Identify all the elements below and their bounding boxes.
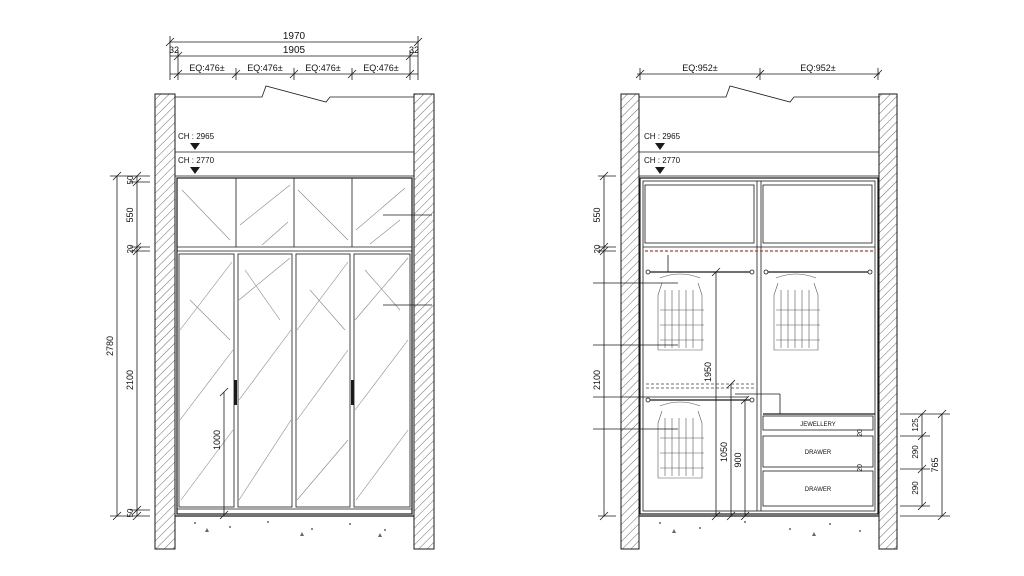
door-handle-left [234,380,237,405]
drawer-290b-label: 290 [911,481,920,495]
drawer-765-label: 765 [930,457,940,472]
right-wall [413,93,435,550]
drawer-125-label: 125 [911,418,920,432]
internal-ceiling-break-line [639,85,879,103]
jewellery-label: JEWELLERY [800,422,836,428]
level-marker-upper [190,143,200,150]
wardrobe-front-frame [176,177,413,515]
dim-550: 550 [125,207,135,222]
internal-left-wall [620,93,640,550]
internal-right-wall [878,93,898,550]
drawer-right-dimensions: 125 290 765 290 [900,409,950,521]
internal-top-dimensions: EQ:952± EQ:952± [635,63,883,80]
bay-width-2: EQ:952± [800,63,836,73]
rail-1050-label: 1050 [719,442,729,462]
ch-lower-label: CH : 2770 [178,156,215,165]
side-left-label: 32 [169,45,179,55]
internal-ch-upper-label: CH : 2965 [644,132,681,141]
internal-vertical-dimensions: 1950 1050 900 [703,267,750,521]
door-width-2: EQ:476± [247,63,283,73]
drawer-1-label: DRAWER [805,450,832,456]
hanging-clothes-left-upper [657,273,704,351]
dim-2100: 2100 [125,370,135,390]
internal-dim-2100: 2100 [592,370,602,390]
drawer-gap-1: 20 [857,429,864,437]
top-storage-right [762,184,873,244]
internal-dim-550: 550 [592,207,602,222]
door-width-4: EQ:476± [363,63,399,73]
left-wall [154,93,176,550]
internal-floor-marks [659,521,861,536]
ceiling-break-line [175,85,414,103]
front-elevation: 1970 1905 32 32 EQ:476± EQ:476± EQ:476± … [105,31,435,550]
handle-height-dimension: 1000 [212,387,229,520]
side-right-label: 32 [409,45,419,55]
jewellery-tray [762,415,874,431]
internal-left-dimensions: 550 20 2100 [592,171,616,521]
rail-1950-label: 1950 [703,362,713,382]
inner-width-label: 1905 [283,45,306,56]
ch-upper-label: CH : 2965 [178,132,215,141]
drawer-gap-2: 20 [857,464,864,472]
internal-elevation: EQ:952± EQ:952± CH : 2965 CH : 2770 [592,63,950,550]
door-width-1: EQ:476± [189,63,225,73]
dim-2780: 2780 [105,336,115,356]
drawer-2-label: DRAWER [805,487,832,493]
front-doors [177,253,412,510]
internal-ch-lower-label: CH : 2770 [644,156,681,165]
internal-carcass [639,177,879,515]
drawer-unit: JEWELLERY DRAWER DRAWER 20 20 [762,413,875,507]
internal-level-marker-lower [655,167,665,174]
internal-level-marker-upper [655,143,665,150]
front-left-dimensions: 50 550 20 2100 50 2780 [105,171,150,521]
drawer-1 [762,435,874,468]
bay-width-1: EQ:952± [682,63,718,73]
upper-glass-panels [177,178,412,252]
level-marker-lower [190,167,200,174]
dim-50-bottom: 50 [126,508,135,517]
dim-50-top: 50 [126,175,135,184]
overall-width-label: 1970 [283,31,306,42]
handle-height-label: 1000 [212,430,222,450]
drawer-290a-label: 290 [911,445,920,459]
top-storage-left [644,184,755,244]
door-handle-right [351,380,354,405]
door-width-3: EQ:476± [305,63,341,73]
dim-20: 20 [126,244,135,253]
internal-dim-20: 20 [593,244,602,253]
hanging-clothes-right-upper [773,273,820,351]
hanging-clothes-left-lower [657,401,704,479]
front-top-dimensions: 1970 1905 32 32 EQ:476± EQ:476± EQ:476± … [165,31,423,80]
drawer-2 [762,470,874,507]
internal-leaders [593,255,781,430]
floor-screed-marks [194,521,386,537]
rail-900-label: 900 [733,452,743,467]
